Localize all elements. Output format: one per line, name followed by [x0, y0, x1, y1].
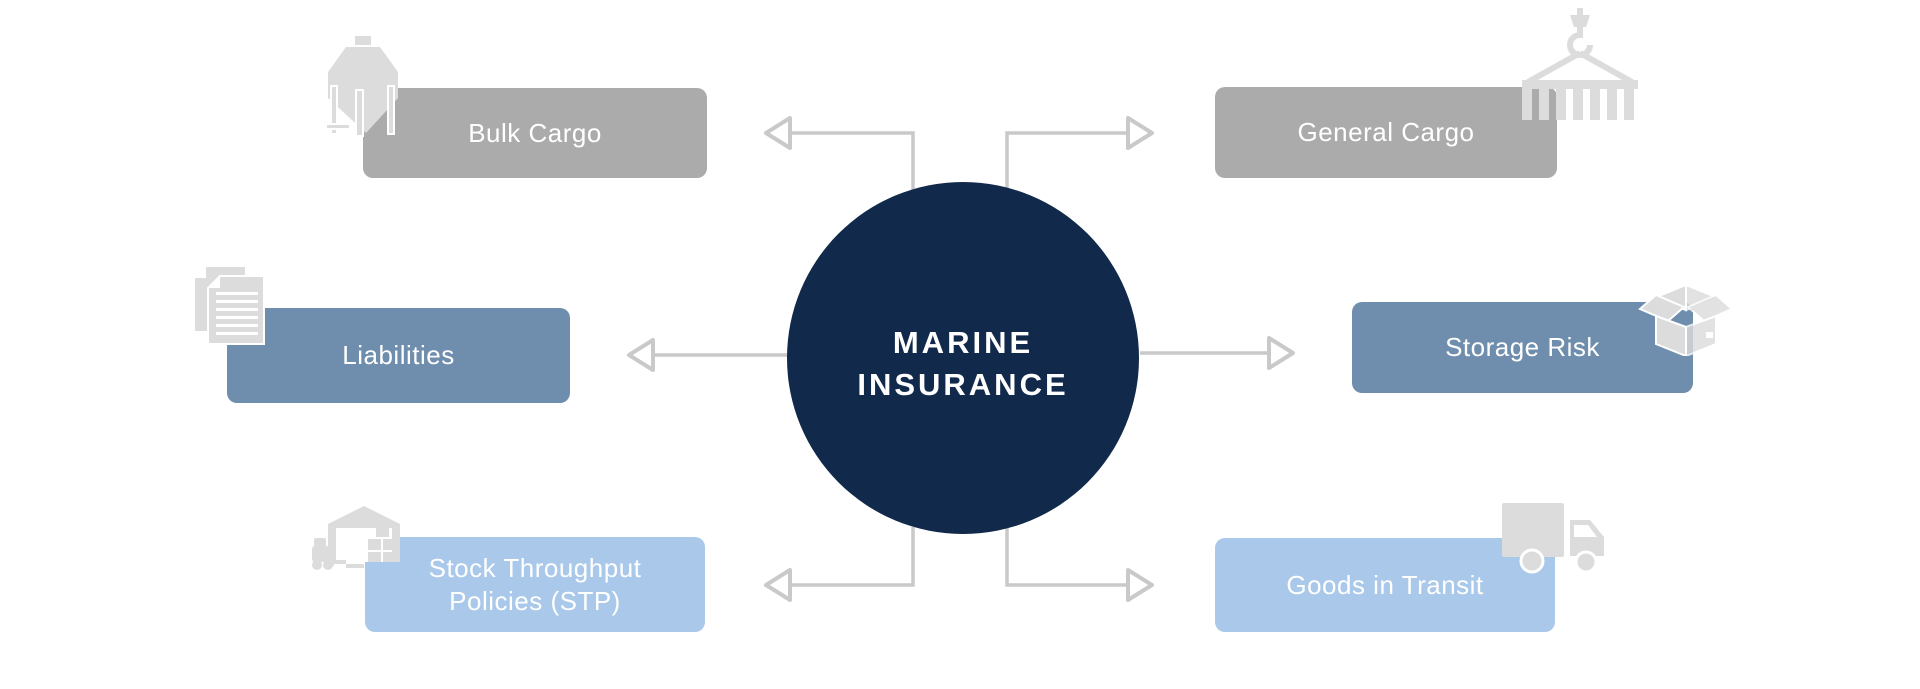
- container-crane-icon: [1522, 8, 1638, 120]
- documents-icon: [193, 265, 265, 345]
- node-storage-risk: Storage Risk: [1352, 302, 1693, 393]
- node-goods-in-transit: Goods in Transit: [1215, 538, 1555, 632]
- node-liabilities-label: Liabilities: [342, 340, 455, 371]
- warehouse-forklift-icon: [312, 506, 400, 570]
- center-title-line1: MARINE: [892, 325, 1034, 361]
- node-stock-throughput: Stock Throughput Policies (STP): [365, 537, 705, 632]
- node-bulk-cargo: Bulk Cargo: [363, 88, 707, 178]
- node-stock-throughput-label: Stock Throughput Policies (STP): [428, 553, 642, 616]
- node-liabilities: Liabilities: [227, 308, 570, 403]
- center-title-line2: INSURANCE: [857, 367, 1069, 402]
- node-general-cargo-label: General Cargo: [1297, 117, 1475, 148]
- node-goods-in-transit-label: Goods in Transit: [1286, 569, 1484, 600]
- node-general-cargo: General Cargo: [1215, 87, 1557, 178]
- open-box-icon: [1638, 283, 1734, 356]
- silo-icon: [326, 36, 398, 137]
- delivery-truck-icon: [1502, 503, 1604, 574]
- center-node-marine-insurance: MARINE INSURANCE: [787, 182, 1139, 534]
- node-bulk-cargo-label: Bulk Cargo: [468, 117, 602, 148]
- node-storage-risk-label: Storage Risk: [1445, 332, 1600, 363]
